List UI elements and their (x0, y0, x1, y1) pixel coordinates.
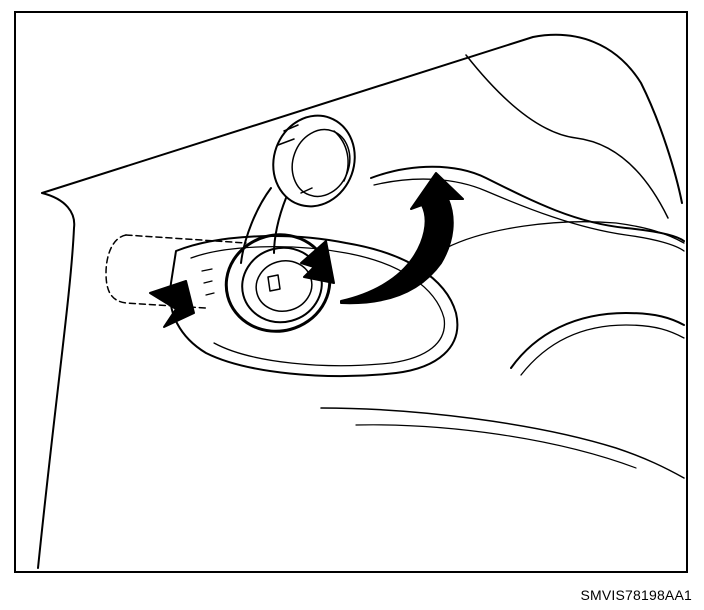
cigarette-lighter-illustration (37, 33, 685, 569)
cap-phantom-outline (105, 234, 247, 309)
lighter-cap (272, 114, 356, 208)
direction-arrow-curved (340, 172, 464, 305)
direction-arrow-right (300, 240, 335, 284)
lighter-socket (201, 233, 332, 333)
direction-arrow-left (149, 280, 195, 328)
figure-code: SMVIS78198AA1 (580, 587, 692, 603)
illustration-frame (14, 11, 688, 573)
trim-panel (37, 33, 685, 569)
